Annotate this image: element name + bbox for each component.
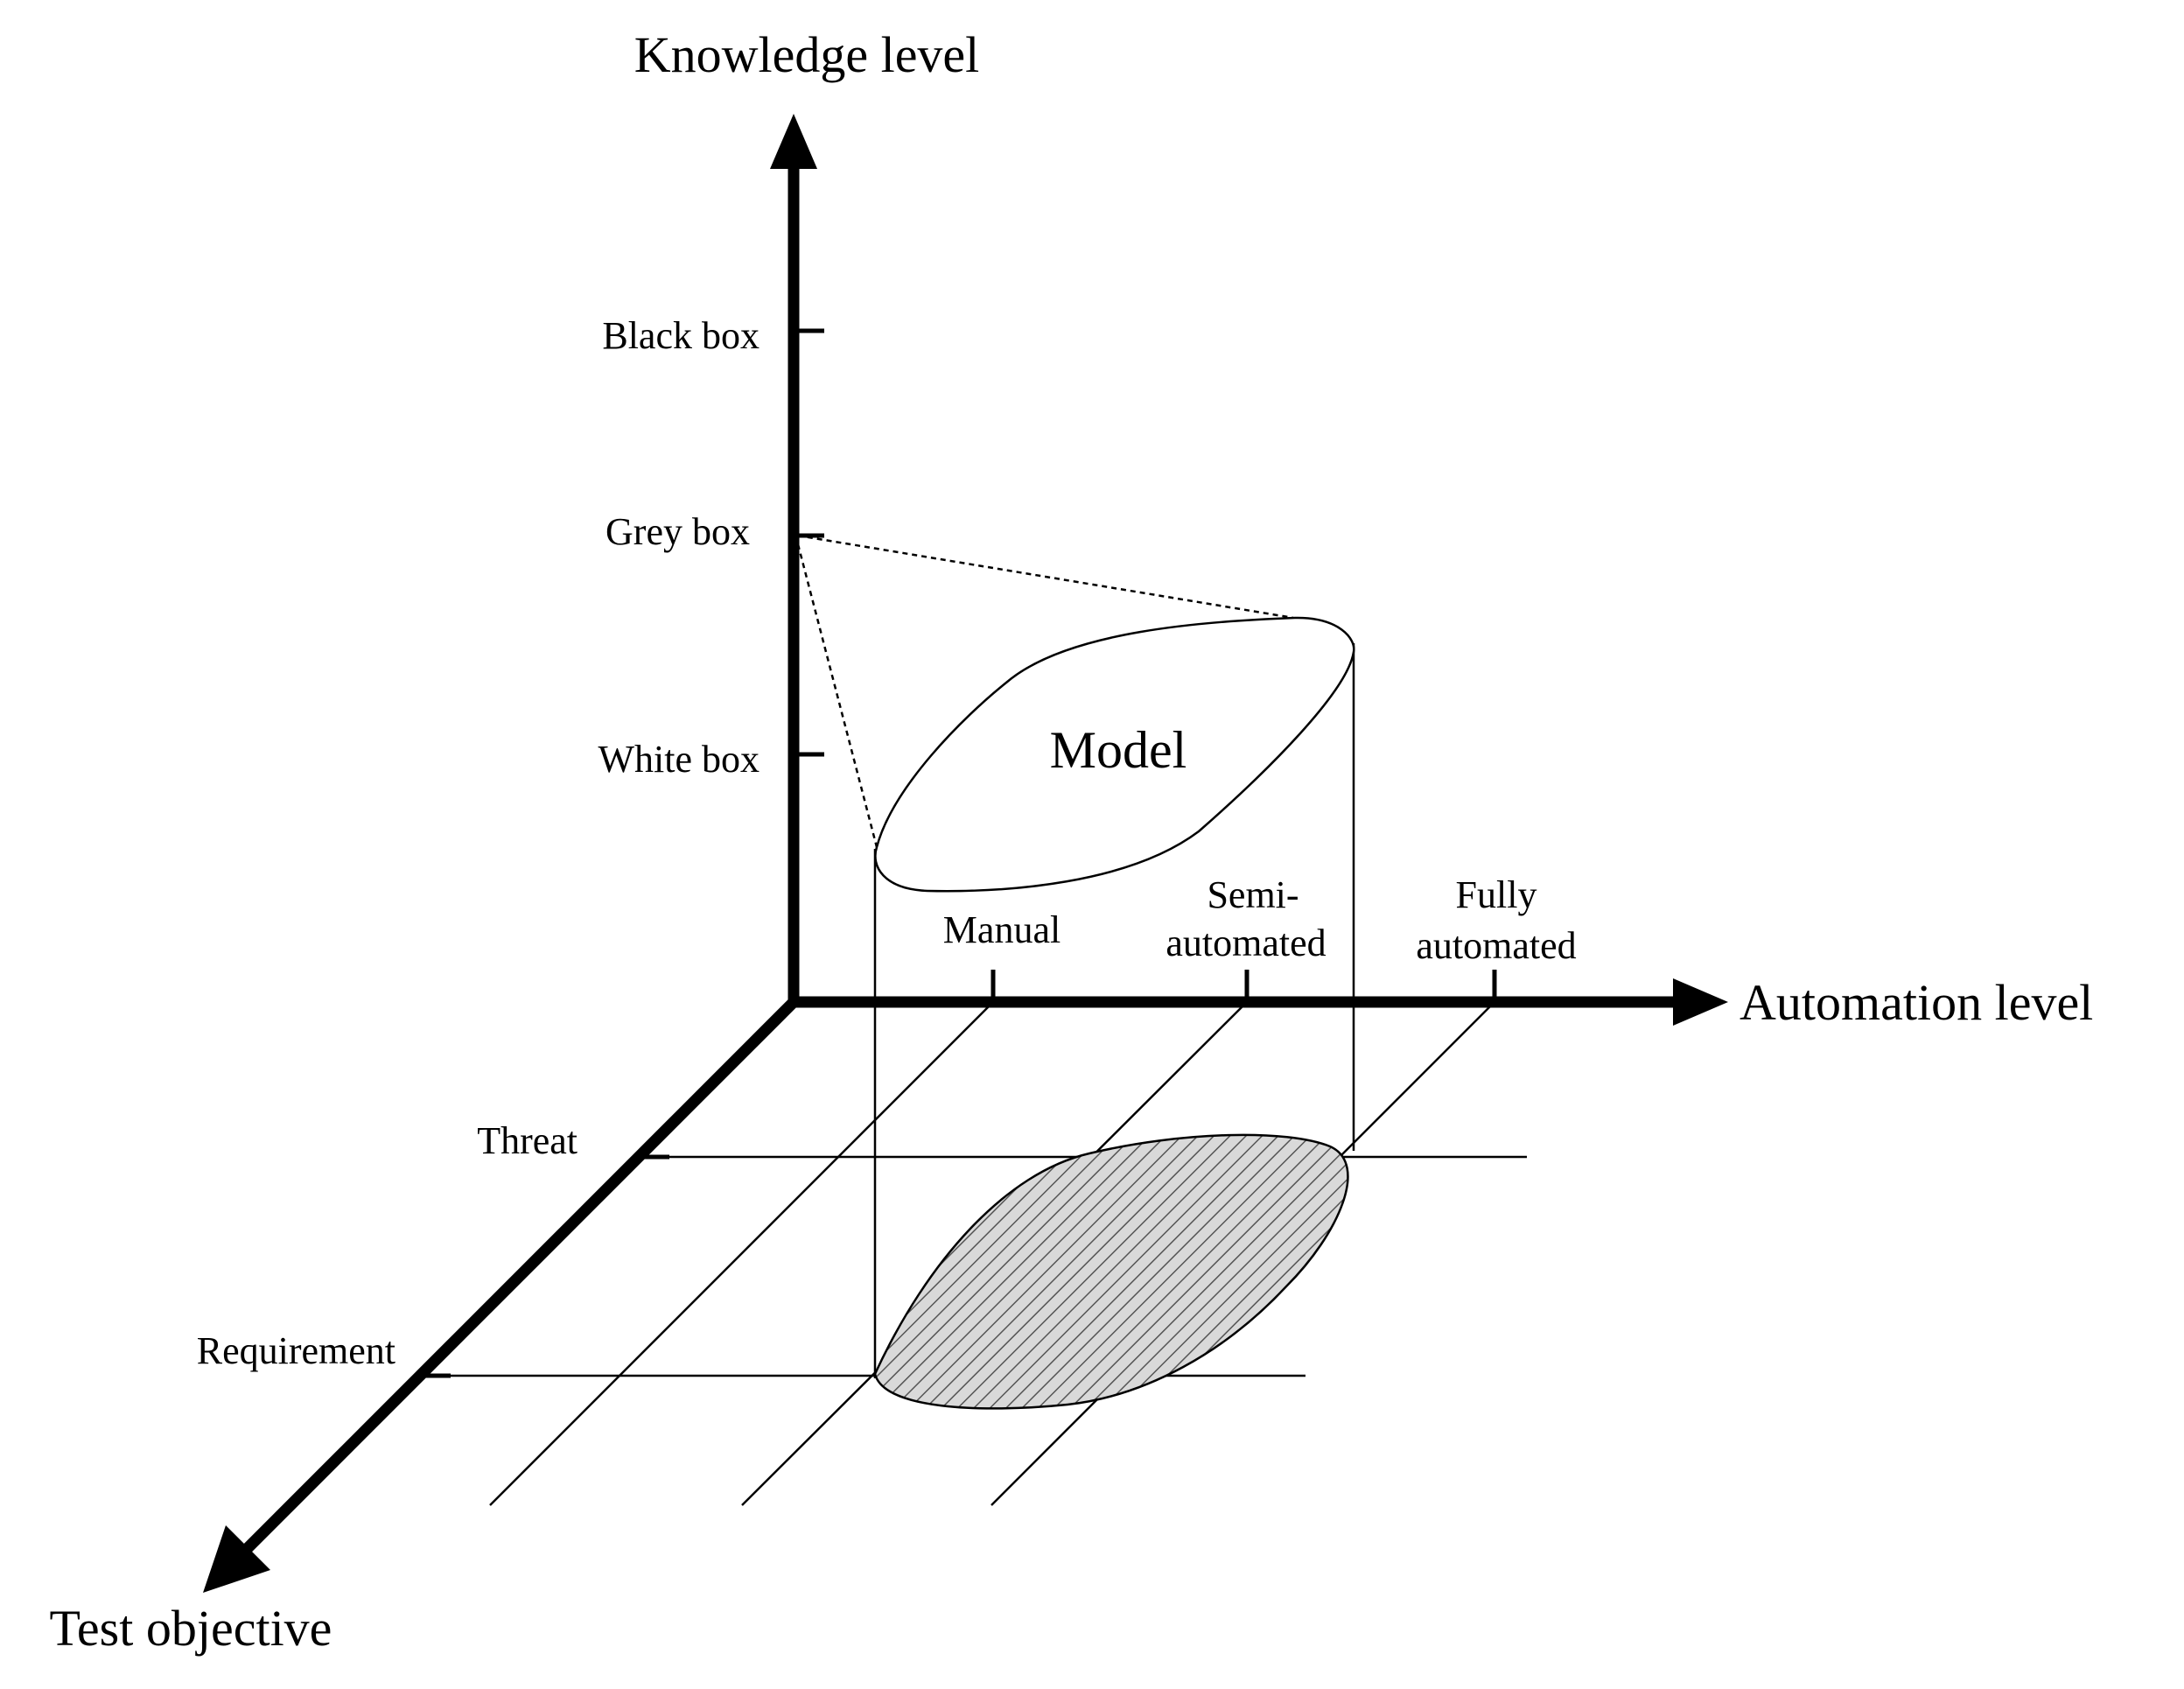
axes [203, 114, 1728, 1593]
test-objective-axis-arrowhead [203, 1525, 270, 1593]
knowledge-axis-title: Knowledge level [634, 26, 980, 83]
tick-label-fully-automated-line2: automated [1416, 924, 1576, 967]
tick-label-semi-automated-line2: automated [1166, 922, 1326, 964]
tick-label-manual: Manual [943, 908, 1060, 951]
test-objective-axis-line [241, 998, 798, 1555]
tick-label-semi-automated-line1: Semi- [1207, 873, 1298, 916]
tick-label-requirement: Requirement [197, 1329, 396, 1372]
tick-label-black-box: Black box [602, 314, 760, 357]
knowledge-ticks: Black box Grey box White box [598, 314, 824, 781]
automation-axis-arrowhead [1673, 978, 1728, 1026]
automation-axis-title: Automation level [1740, 974, 2093, 1031]
model-label: Model [1050, 721, 1187, 779]
model-shape [874, 616, 1355, 893]
tick-label-white-box: White box [598, 738, 760, 781]
tick-label-fully-automated-line1: Fully [1456, 873, 1537, 916]
grid-line-manual [489, 1001, 994, 1506]
tick-label-threat: Threat [477, 1119, 578, 1162]
model-footprint [873, 1133, 1349, 1410]
guide-line-bottom [796, 543, 878, 848]
test-objective-axis-title: Test objective [50, 1600, 332, 1657]
test-objective-ticks: Threat Requirement [197, 1119, 669, 1378]
tick-label-grey-box: Grey box [606, 510, 750, 553]
guide-line-top [797, 534, 1294, 620]
automation-ticks: Manual Semi- automated Fully automated [943, 873, 1577, 1002]
knowledge-axis-arrowhead [770, 114, 817, 169]
